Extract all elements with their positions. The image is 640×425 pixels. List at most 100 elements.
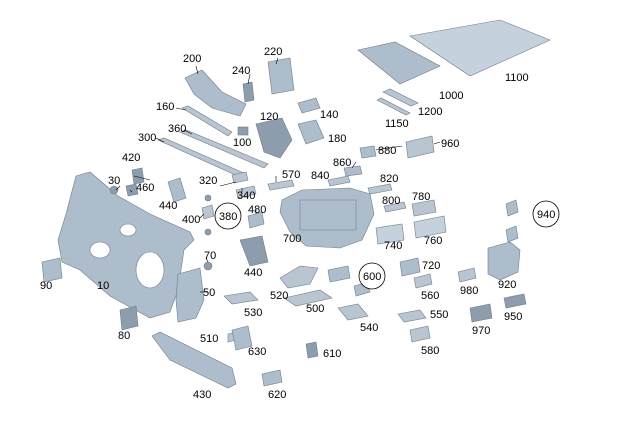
- label-1000: 1000: [439, 90, 463, 102]
- label-80: 80: [118, 330, 130, 342]
- label-500: 500: [306, 303, 324, 315]
- part-320-piece: [231, 171, 249, 184]
- label-540: 540: [360, 322, 378, 334]
- part-120-block: [255, 117, 293, 159]
- part-70-plug: [203, 261, 213, 271]
- label-440-lower: 440: [244, 267, 262, 279]
- part-970-pad: [469, 303, 493, 323]
- label-620: 620: [268, 389, 286, 401]
- part-80-piece: [119, 305, 139, 331]
- label-440-upper: 440: [159, 200, 177, 212]
- label-480: 480: [248, 204, 266, 216]
- part-940-clip: [505, 225, 519, 243]
- label-740: 740: [384, 240, 402, 252]
- part-340-piece: [235, 185, 257, 199]
- label-980: 980: [460, 285, 478, 297]
- label-380: 380: [219, 211, 237, 223]
- label-220: 220: [264, 46, 282, 58]
- part-610-pad: [305, 341, 319, 359]
- part-960-panel: [405, 135, 435, 159]
- label-760: 760: [424, 235, 442, 247]
- part-940-clip: [505, 199, 519, 217]
- part-720-panel: [399, 257, 421, 277]
- label-200: 200: [183, 53, 201, 65]
- label-970: 970: [472, 325, 490, 337]
- label-780: 780: [412, 191, 430, 203]
- part-540-panel: [337, 303, 369, 321]
- part-700-dash-frame: [279, 187, 375, 249]
- part-860-block: [343, 165, 363, 177]
- part-530-panel: [223, 291, 259, 305]
- part-1000-roof-liner: [357, 41, 441, 85]
- part-360-strip: [179, 129, 269, 169]
- label-100: 100: [233, 137, 251, 149]
- leader-lines: [115, 57, 441, 293]
- part-90-panel: [41, 257, 63, 283]
- label-860: 860: [333, 157, 351, 169]
- label-320: 320: [199, 175, 217, 187]
- part-480-pad: [247, 211, 265, 229]
- label-460: 460: [136, 182, 154, 194]
- part-950-pad: [503, 293, 527, 309]
- part-840-strip: [327, 175, 351, 187]
- label-950: 950: [504, 311, 522, 323]
- part-160-strip: [181, 105, 233, 137]
- label-820: 820: [380, 173, 398, 185]
- part-140-block: [297, 97, 321, 114]
- part-200-pillar-trim: [184, 69, 247, 117]
- part-570-strip: [267, 179, 295, 191]
- label-300: 300: [138, 132, 156, 144]
- label-960: 960: [441, 138, 459, 150]
- label-700: 700: [283, 233, 301, 245]
- label-180: 180: [328, 133, 346, 145]
- part-1100-roof-panel: [409, 19, 551, 77]
- firewall-opening: [89, 241, 111, 259]
- label-560: 560: [421, 290, 439, 302]
- label-1150: 1150: [385, 118, 409, 130]
- label-720: 720: [422, 260, 440, 272]
- part-630-block: [231, 325, 253, 351]
- part-440-lower-piece: [239, 235, 269, 267]
- part-800-strip: [383, 201, 407, 213]
- label-1200: 1200: [418, 106, 442, 118]
- label-120: 120: [260, 111, 278, 123]
- label-240: 240: [232, 65, 250, 77]
- label-880: 880: [378, 145, 396, 157]
- label-1100: 1100: [505, 72, 529, 84]
- part-100-clip: [237, 126, 249, 136]
- part-30-grommet: [109, 185, 119, 195]
- callout-circle-600: [358, 262, 386, 290]
- part-220-panel: [267, 57, 295, 95]
- label-70: 70: [204, 250, 216, 262]
- label-430: 430: [193, 389, 211, 401]
- part-760-panel: [413, 215, 447, 239]
- label-520: 520: [270, 290, 288, 302]
- firewall-opening: [135, 251, 165, 289]
- part-420-bracket: [131, 167, 145, 185]
- part-1150-strip: [376, 97, 411, 116]
- part-620-pad: [261, 369, 283, 387]
- label-570: 570: [282, 169, 300, 181]
- part-430-strip: [151, 331, 237, 389]
- callout-circle-380: [214, 202, 242, 230]
- label-510: 510: [200, 333, 218, 345]
- part-880-block: [359, 145, 377, 159]
- part-380-clip: [204, 194, 212, 202]
- label-600: 600: [363, 271, 381, 283]
- part-50-bracket: [175, 267, 205, 323]
- part-380-clip: [204, 228, 212, 236]
- part-520-panel: [279, 265, 319, 289]
- part-500-panel: [283, 289, 333, 307]
- label-90: 90: [40, 280, 52, 292]
- part-550-panel: [397, 309, 427, 323]
- label-160: 160: [156, 101, 174, 113]
- label-530: 530: [244, 307, 262, 319]
- label-800: 800: [382, 195, 400, 207]
- part-440-top-piece: [167, 177, 187, 203]
- label-50: 50: [203, 287, 215, 299]
- label-550: 550: [430, 309, 448, 321]
- firewall-opening: [119, 223, 137, 237]
- label-30: 30: [108, 175, 120, 187]
- label-840: 840: [311, 170, 329, 182]
- label-940: 940: [537, 209, 555, 221]
